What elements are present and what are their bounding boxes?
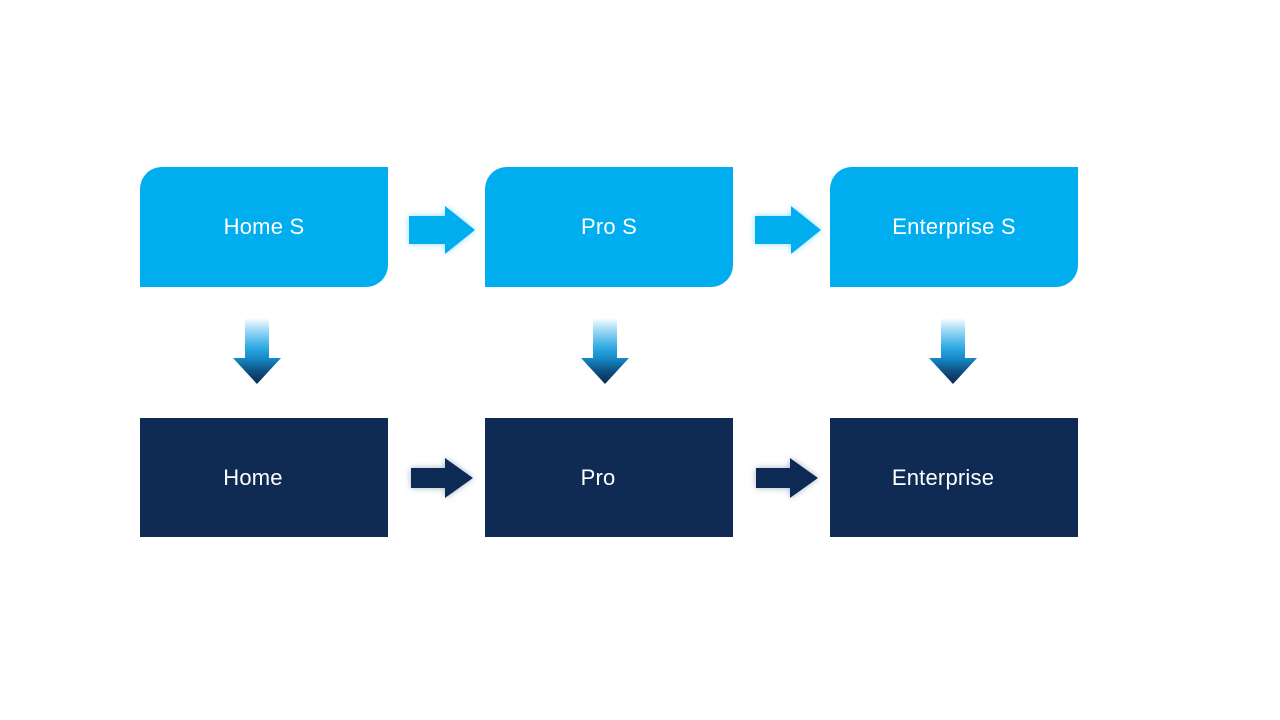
- node-home-s: Home S: [140, 167, 388, 287]
- right-arrow-icon: [409, 206, 475, 254]
- node-pro: Pro: [485, 418, 733, 537]
- node-pro-label: Pro: [580, 464, 616, 490]
- down-arrow-icon: [929, 318, 977, 384]
- right-arrow-icon: [756, 458, 818, 498]
- node-pro-s-label: Pro S: [580, 214, 638, 239]
- node-enterprise-s: Enterprise S: [830, 167, 1078, 287]
- node-enterprise: Enterprise: [830, 418, 1078, 537]
- node-home: Home: [140, 418, 388, 537]
- node-enterprise-label: Enterprise: [891, 464, 995, 490]
- right-arrow-icon: [411, 458, 473, 498]
- down-arrow-icon: [233, 318, 281, 384]
- node-home-s-label: Home S: [223, 214, 305, 239]
- right-arrow-icon: [755, 206, 821, 254]
- node-home-label: Home: [223, 464, 283, 490]
- down-arrow-icon: [581, 318, 629, 384]
- node-pro-s: Pro S: [485, 167, 733, 287]
- node-enterprise-s-label: Enterprise S: [892, 214, 1016, 239]
